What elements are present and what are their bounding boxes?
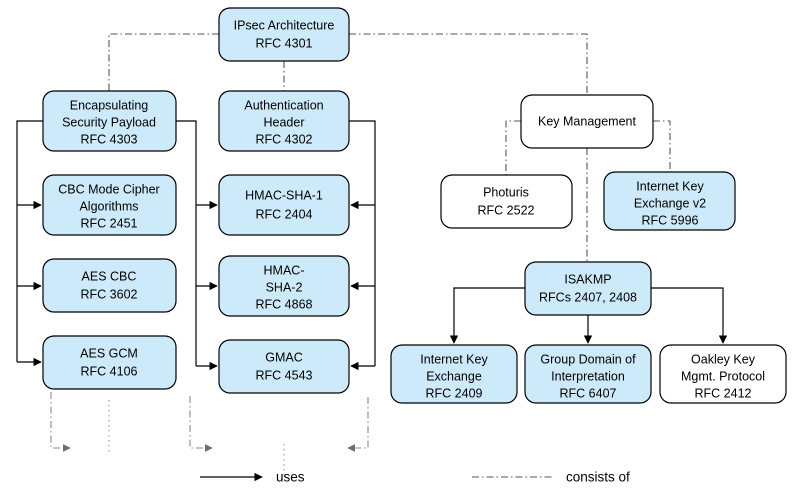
node-oakley-line-0: Oakley Key <box>691 352 756 366</box>
node-hmac-sha-1-box <box>218 174 350 236</box>
node-aes-cbc-line-1: RFC 3602 <box>81 287 138 301</box>
node-cbc-mode-cipher-line-0: CBC Mode Cipher <box>58 182 159 196</box>
node-oakley-box <box>659 344 787 404</box>
edge-esp-right-bus <box>176 120 197 366</box>
node-photuris[interactable]: Photuris RFC 2522 <box>440 174 573 229</box>
node-ikev2-line-2: RFC 5996 <box>642 213 699 227</box>
node-gdoi[interactable]: Group Domain of Interpretation RFC 6407 <box>524 344 652 404</box>
node-cbc-mode-cipher-box <box>42 174 177 236</box>
node-oakley[interactable]: Oakley Key Mgmt. Protocol RFC 2412 <box>659 344 787 404</box>
node-hmac-sha-2-line-1: SHA-2 <box>266 280 303 294</box>
node-cbc-mode-cipher[interactable]: CBC Mode Cipher Algorithms RFC 2451 <box>42 174 177 236</box>
edge-ah-right-bus <box>349 120 376 366</box>
node-cbc-mode-cipher-line-1: Algorithms <box>79 199 138 213</box>
nodes-layer: IPsec Architecture RFC 4301 Encapsulatin… <box>42 7 787 404</box>
node-ike-line-1: Exchange <box>426 369 482 383</box>
node-ipsec-architecture[interactable]: IPsec Architecture RFC 4301 <box>218 7 350 62</box>
node-ikev2[interactable]: Internet Key Exchange v2 RFC 5996 <box>603 171 736 231</box>
node-ike-line-0: Internet Key <box>420 352 488 366</box>
node-ipsec-architecture-line-0: IPsec Architecture <box>234 18 335 32</box>
node-ikev2-line-0: Internet Key <box>636 179 704 193</box>
node-hmac-sha-2[interactable]: HMAC- SHA-2 RFC 4868 <box>218 255 350 317</box>
legend-consists-of-label: consists of <box>566 470 630 485</box>
edge-isakmp-to-oakley <box>651 287 728 344</box>
node-ike-box <box>390 344 518 404</box>
node-authentication-header-line-2: RFC 4302 <box>256 132 313 146</box>
node-authentication-header-box <box>218 90 350 152</box>
node-authentication-header-line-0: Authentication <box>244 98 323 112</box>
edge-esp-left-bus <box>16 120 43 362</box>
node-photuris-line-1: RFC 2522 <box>478 203 535 217</box>
node-oakley-line-2: RFC 2412 <box>695 386 752 400</box>
edge-ah-right-trailing-drop <box>347 397 369 452</box>
node-gdoi-line-2: RFC 6407 <box>560 386 617 400</box>
node-photuris-box <box>440 174 573 229</box>
node-gmac[interactable]: GMAC RFC 4543 <box>218 339 350 394</box>
node-hmac-sha-2-line-2: RFC 4868 <box>256 297 313 311</box>
node-isakmp-box <box>524 261 652 316</box>
edge-km-to-ikev2 <box>653 120 671 172</box>
node-esp-line-0: Encapsulating <box>70 98 149 112</box>
node-aes-gcm-line-0: AES GCM <box>80 346 138 360</box>
node-aes-cbc[interactable]: AES CBC RFC 3602 <box>42 258 177 313</box>
node-gmac-line-1: RFC 4543 <box>256 368 313 382</box>
node-aes-gcm-box <box>42 335 177 390</box>
node-isakmp[interactable]: ISAKMP RFCs 2407, 2408 <box>524 261 652 316</box>
node-gdoi-box <box>524 344 652 404</box>
node-ikev2-box <box>603 171 736 231</box>
node-ipsec-architecture-line-1: RFC 4301 <box>256 36 313 50</box>
edge-isakmp-to-ike <box>449 287 525 344</box>
node-hmac-sha-1[interactable]: HMAC-SHA-1 RFC 2404 <box>218 174 350 236</box>
node-esp-line-1: Security Payload <box>62 115 156 129</box>
edge-ipsec-to-key-management <box>349 33 588 95</box>
edge-ipsec-to-esp <box>108 33 219 91</box>
node-isakmp-line-1: RFCs 2407, 2408 <box>539 290 637 304</box>
edge-esp-trailing-drop <box>50 392 71 452</box>
legend: uses consists of <box>200 470 630 485</box>
node-esp-box <box>42 90 177 152</box>
node-hmac-sha-1-line-1: RFC 2404 <box>256 207 313 221</box>
legend-uses-label: uses <box>276 470 305 485</box>
node-ikev2-line-1: Exchange v2 <box>634 196 706 210</box>
node-aes-cbc-line-0: AES CBC <box>82 269 137 283</box>
node-ike-line-2: RFC 2409 <box>426 386 483 400</box>
node-ipsec-architecture-box <box>218 7 350 62</box>
node-hmac-sha-2-line-0: HMAC- <box>264 263 305 277</box>
consists-of-edges <box>50 33 671 478</box>
node-gdoi-line-0: Group Domain of <box>540 352 636 366</box>
uses-edges <box>16 120 728 371</box>
node-gdoi-line-1: Interpretation <box>551 369 625 383</box>
node-authentication-header-line-1: Header <box>264 115 305 129</box>
edge-ah-trailing-drop <box>189 396 213 452</box>
node-gmac-line-0: GMAC <box>265 350 303 364</box>
node-oakley-line-1: Mgmt. Protocol <box>681 369 765 383</box>
node-key-management-box <box>520 94 654 149</box>
node-authentication-header[interactable]: Authentication Header RFC 4302 <box>218 90 350 152</box>
node-isakmp-line-0: ISAKMP <box>564 272 611 286</box>
node-esp-line-2: RFC 4303 <box>81 132 138 146</box>
node-ike[interactable]: Internet Key Exchange RFC 2409 <box>390 344 518 404</box>
node-key-management[interactable]: Key Management <box>520 94 654 149</box>
node-cbc-mode-cipher-line-2: RFC 2451 <box>81 216 138 230</box>
node-hmac-sha-2-box <box>218 255 350 317</box>
node-aes-cbc-box <box>42 258 177 313</box>
node-esp[interactable]: Encapsulating Security Payload RFC 4303 <box>42 90 177 152</box>
node-gmac-box <box>218 339 350 394</box>
node-key-management-line-0: Key Management <box>538 114 637 128</box>
edge-km-to-photuris <box>505 120 521 175</box>
node-photuris-line-0: Photuris <box>483 185 529 199</box>
node-aes-gcm-line-1: RFC 4106 <box>81 364 138 378</box>
node-aes-gcm[interactable]: AES GCM RFC 4106 <box>42 335 177 390</box>
node-hmac-sha-1-line-0: HMAC-SHA-1 <box>245 188 323 202</box>
